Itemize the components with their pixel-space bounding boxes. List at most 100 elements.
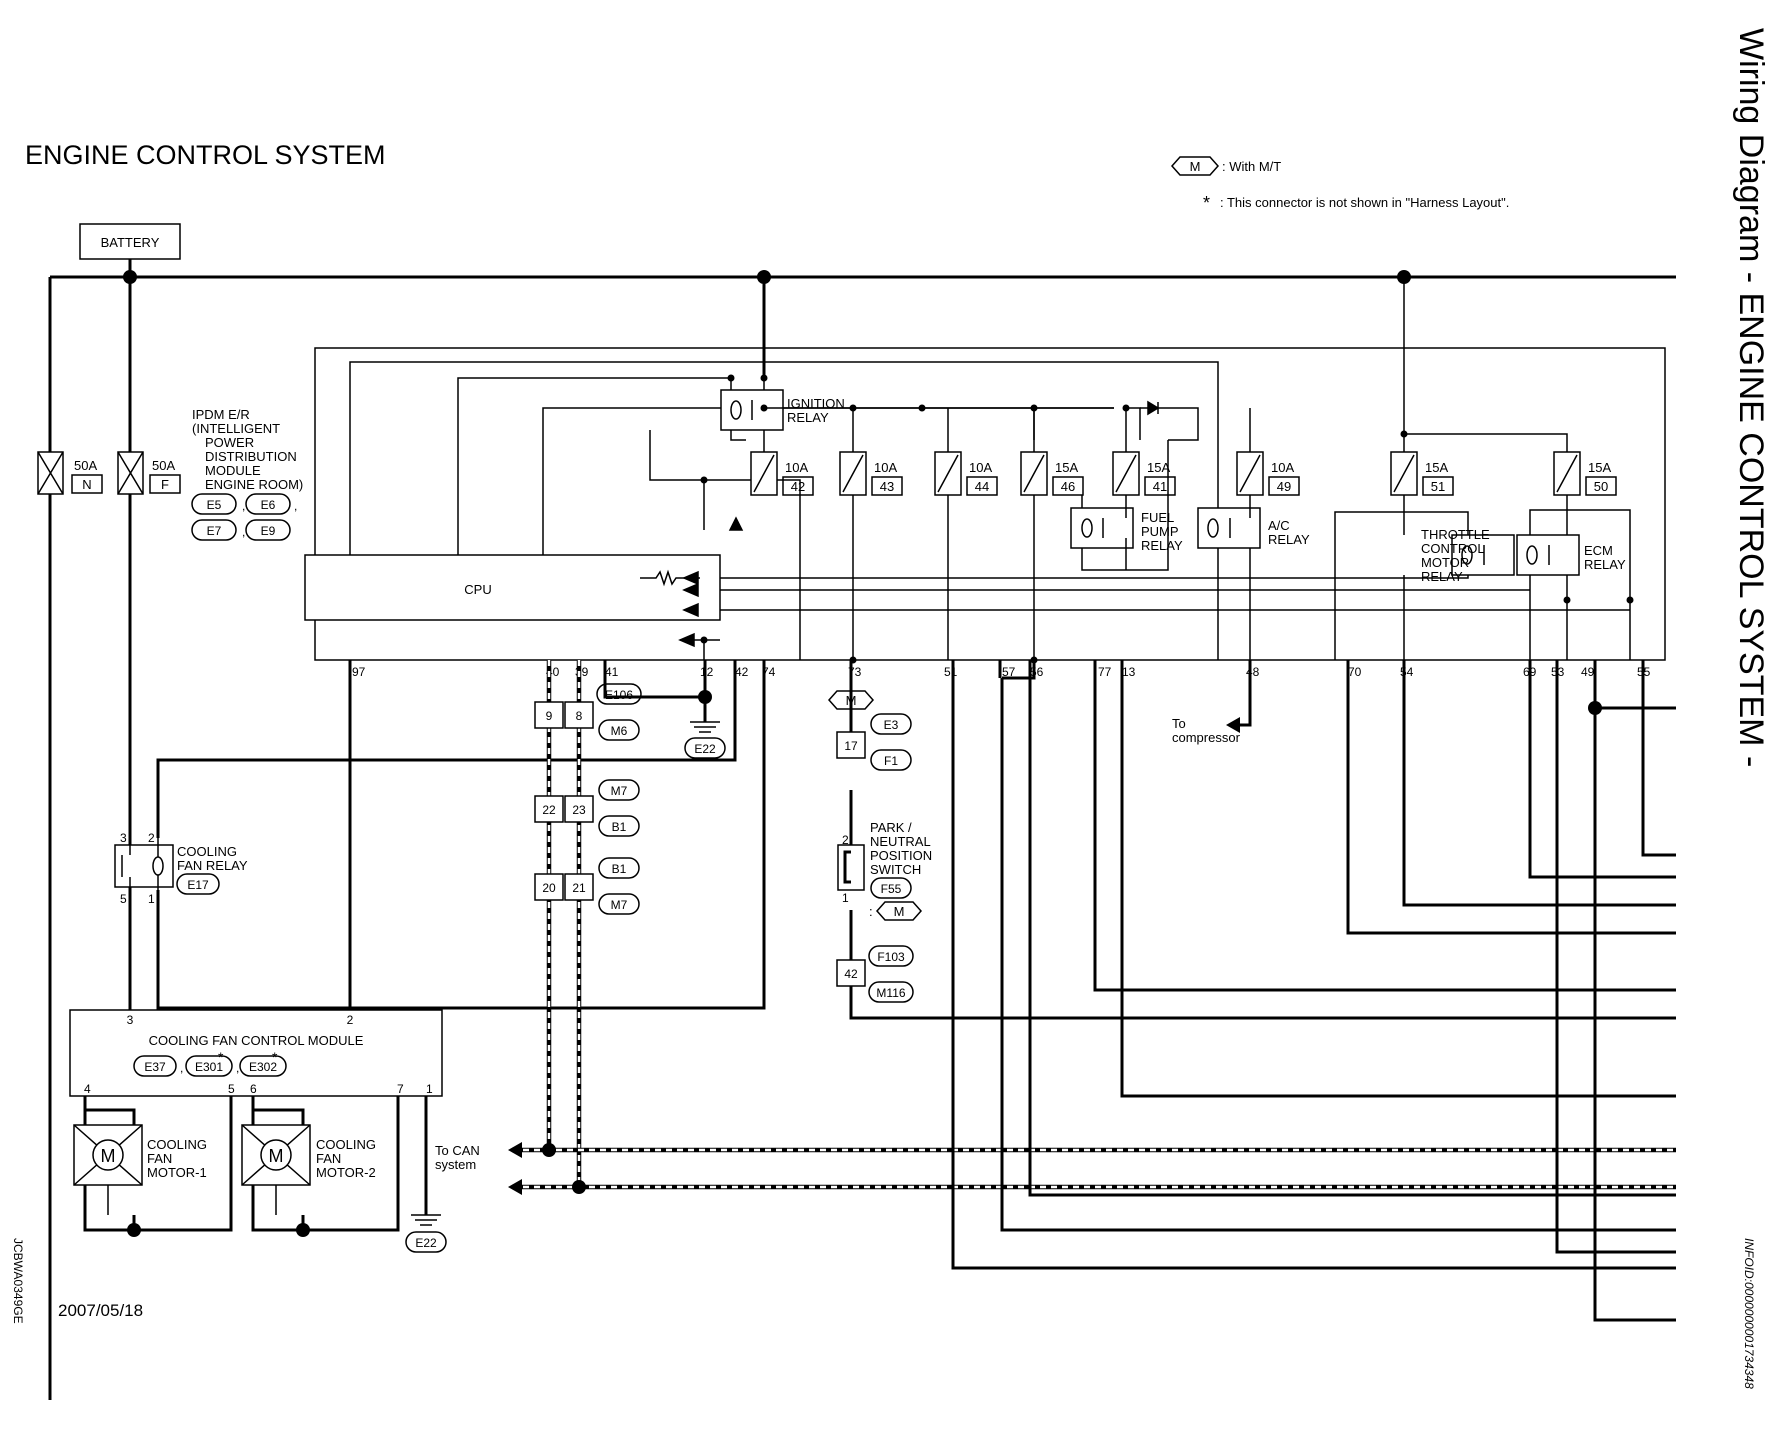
- svg-text:E6: E6: [261, 498, 276, 512]
- e301-star: *: [218, 1049, 224, 1065]
- svg-text:1: 1: [148, 892, 155, 906]
- svg-text:10A: 10A: [874, 460, 897, 475]
- info-id: INFOID:0000000001734348: [1742, 1238, 1756, 1389]
- fuse-46: 15A 46: [1020, 451, 1084, 496]
- svg-text:6: 6: [250, 1082, 257, 1096]
- diagram-date: 2007/05/18: [58, 1301, 143, 1320]
- park-switch-label-1: PARK /: [870, 820, 912, 835]
- mt-legend-text: : With M/T: [1222, 159, 1281, 174]
- svg-text:51: 51: [1431, 479, 1445, 494]
- svg-text:15A: 15A: [1055, 460, 1078, 475]
- b1-bottom-label: B1: [612, 862, 627, 876]
- connector-pin-9: [534, 701, 564, 729]
- ipdm-connectors: E5 , E6 , E7 , E9: [191, 493, 297, 541]
- ac-relay-label-1: A/C: [1268, 518, 1290, 533]
- m7-top-label: M7: [611, 784, 628, 798]
- park-switch-label-3: POSITION: [870, 848, 932, 863]
- svg-text:42: 42: [735, 665, 749, 679]
- svg-text:M: M: [846, 693, 857, 708]
- svg-text:9: 9: [546, 709, 553, 723]
- svg-text:23: 23: [572, 803, 586, 817]
- e17-label: E17: [187, 878, 209, 892]
- ipdm-label: IPDM E/R (INTELLIGENT POWER DISTRIBUTION…: [192, 407, 303, 492]
- svg-text:3: 3: [127, 1013, 134, 1027]
- svg-text:,: ,: [242, 499, 245, 513]
- svg-text:77: 77: [1098, 665, 1112, 679]
- svg-text:IPDM E/R: IPDM E/R: [192, 407, 250, 422]
- park-switch-label-4: SWITCH: [870, 862, 921, 877]
- svg-text:E7: E7: [207, 524, 222, 538]
- cpu-box: [304, 554, 721, 621]
- motor-2-symbol: M: [269, 1146, 284, 1166]
- svg-text:17: 17: [844, 739, 858, 753]
- svg-text:,: ,: [180, 1061, 183, 1075]
- cooling-fan-relay-label-1: COOLING: [177, 844, 237, 859]
- svg-text:,: ,: [242, 525, 245, 539]
- svg-text:57: 57: [1002, 665, 1016, 679]
- svg-text:10A: 10A: [1271, 460, 1294, 475]
- connector-pin-22: [534, 795, 564, 823]
- svg-text:43: 43: [880, 479, 894, 494]
- fusible-link-f-amp: 50A: [152, 458, 175, 473]
- cpu-label: CPU: [464, 582, 491, 597]
- ecm-relay-label-2: RELAY: [1584, 557, 1626, 572]
- f103-label: F103: [877, 950, 905, 964]
- park-switch-mt: M: [894, 904, 905, 919]
- e106-label: E106: [605, 688, 633, 702]
- fuse-50: 15A 50: [1553, 451, 1617, 496]
- svg-text:2: 2: [148, 831, 155, 845]
- to-compressor-1: To: [1172, 716, 1186, 731]
- svg-text:13: 13: [1122, 665, 1136, 679]
- svg-text:3: 3: [120, 831, 127, 845]
- svg-text:10A: 10A: [785, 460, 808, 475]
- ecm-relay-label-1: ECM: [1584, 543, 1613, 558]
- to-can-label-2: system: [435, 1157, 476, 1172]
- fuse-43: 10A 43: [839, 451, 903, 496]
- throttle-relay-label-3: MOTOR: [1421, 555, 1469, 570]
- svg-text:97: 97: [352, 665, 366, 679]
- svg-text:42: 42: [844, 967, 858, 981]
- throttle-relay-label-2: CONTROL: [1421, 541, 1485, 556]
- cfcm-label: COOLING FAN CONTROL MODULE: [149, 1033, 364, 1048]
- f55-label: F55: [881, 882, 902, 896]
- svg-text:ENGINE ROOM): ENGINE ROOM): [205, 477, 303, 492]
- m6-label: M6: [611, 724, 628, 738]
- svg-text:2: 2: [842, 833, 849, 847]
- svg-text:41: 41: [605, 665, 619, 679]
- battery-label: BATTERY: [101, 235, 160, 250]
- motor-2-label-3: MOTOR-2: [316, 1165, 376, 1180]
- svg-text:22: 22: [542, 803, 556, 817]
- cooling-fan-control-module: [69, 1009, 443, 1097]
- ipdm-pin-numbers: 97 40 39 41 12 42 74 73 51 57 56 77 13 4…: [352, 665, 1651, 679]
- motor-2-label-1: COOLING: [316, 1137, 376, 1152]
- connector-pin-17: [836, 731, 866, 759]
- svg-text:70: 70: [1348, 665, 1362, 679]
- svg-text:7: 7: [397, 1082, 404, 1096]
- motor-1-symbol: M: [101, 1146, 116, 1166]
- svg-text:DISTRIBUTION: DISTRIBUTION: [205, 449, 297, 464]
- ignition-relay-label-2: RELAY: [787, 410, 829, 425]
- svg-text:21: 21: [572, 881, 586, 895]
- throttle-relay-label-4: RELAY: [1421, 569, 1463, 584]
- fuse-49: 10A 49: [1236, 451, 1300, 496]
- park-switch-label-2: NEUTRAL: [870, 834, 931, 849]
- page-title: ENGINE CONTROL SYSTEM: [25, 140, 386, 170]
- star-legend-symbol: *: [1203, 193, 1210, 213]
- svg-text:8: 8: [576, 709, 583, 723]
- fuel-pump-relay: [1070, 507, 1134, 549]
- svg-text:1: 1: [842, 891, 849, 905]
- svg-text::: :: [869, 904, 873, 919]
- svg-text:50: 50: [1594, 479, 1608, 494]
- connector-pin-21: [564, 873, 594, 901]
- ac-relay-label-2: RELAY: [1268, 532, 1310, 547]
- e3-label: E3: [884, 718, 899, 732]
- e22-top-label: E22: [694, 742, 716, 756]
- star-legend: * : This connector is not shown in "Harn…: [1203, 193, 1509, 213]
- svg-text:49: 49: [1277, 479, 1291, 494]
- svg-text:5: 5: [120, 892, 127, 906]
- motor-1-label-1: COOLING: [147, 1137, 207, 1152]
- svg-text:15A: 15A: [1588, 460, 1611, 475]
- connector-pin-23: [564, 795, 594, 823]
- connector-pin-20: [534, 873, 564, 901]
